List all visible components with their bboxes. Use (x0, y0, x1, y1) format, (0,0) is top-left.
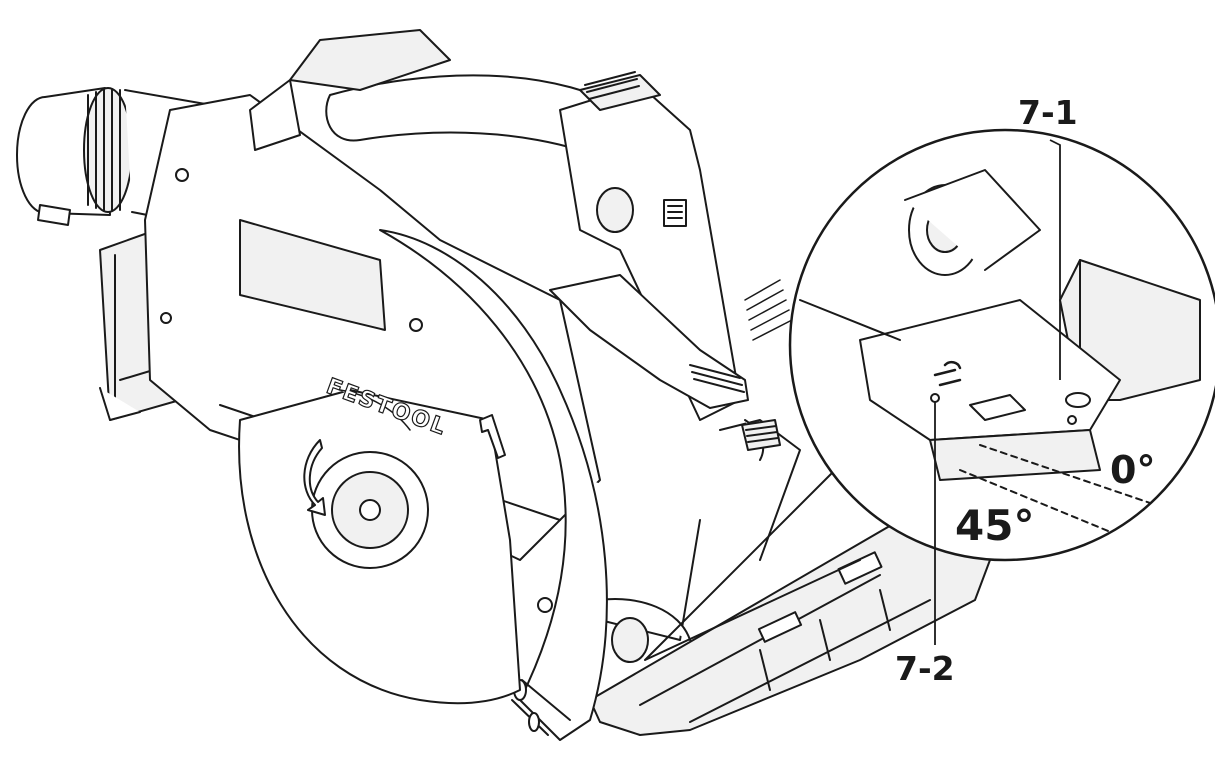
angle-label-45: 45° (955, 501, 1035, 550)
depth-lever (549, 274, 749, 409)
vent-slots (744, 279, 793, 341)
callout-label-7-2: 7-2 (895, 649, 955, 688)
callout-label-7-1: 7-1 (1018, 93, 1078, 132)
blade-brand-text: FESTOOL (323, 374, 450, 441)
angle-label-0: 0° (1110, 448, 1156, 492)
rotation-arrow-icon (303, 439, 326, 516)
circular-saw-illustration (16, 29, 991, 741)
callout-7-1-leader (1049, 139, 1061, 380)
magnifier-leader (644, 444, 861, 661)
direction-arrow-icon (479, 414, 506, 459)
bevel-scale-magnifier (788, 128, 1215, 645)
rear-grip (559, 71, 741, 421)
bevel-knob (741, 419, 781, 451)
